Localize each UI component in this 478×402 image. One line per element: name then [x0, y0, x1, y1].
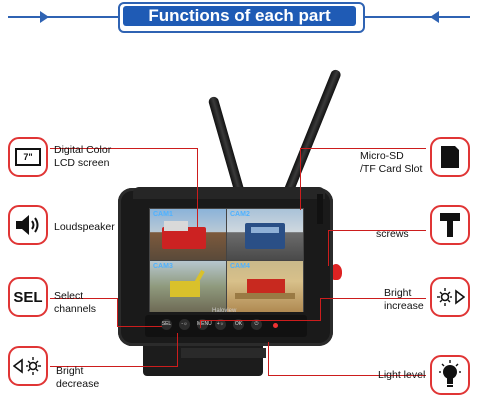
sd-tile	[430, 137, 470, 177]
bright-increase-icon	[437, 288, 465, 306]
bright-increase-label-line1: Bright	[384, 287, 412, 299]
lcd-label: Digital Color LCD screen	[54, 144, 111, 170]
bright-decrease-label: Bright decrease	[56, 365, 99, 391]
title-arrow-left-icon	[40, 11, 49, 23]
callout-line-brightinc-v2	[320, 298, 321, 321]
bright-increase-label-line2: increase	[384, 300, 424, 312]
bright-increase-tile	[430, 277, 470, 317]
brightness-up-button[interactable]: +☼	[215, 319, 226, 330]
speaker-icon	[16, 215, 39, 235]
callout-line-brightinc	[320, 298, 426, 299]
lcd-tile: 7"	[8, 137, 48, 177]
screw-knob	[330, 264, 342, 280]
screws-tile	[430, 205, 470, 245]
callout-line-light-v	[268, 342, 269, 375]
callout-line-screws	[328, 230, 426, 231]
callout-line-lcd-v	[197, 148, 198, 228]
title-arrow-right-icon	[430, 11, 439, 23]
cam3-label: CAM3	[153, 263, 173, 270]
camera-view-4: CAM4	[227, 261, 303, 312]
bright-decrease-label-line1: Bright	[56, 365, 84, 377]
sel-button[interactable]: SEL	[161, 319, 172, 330]
power-button[interactable]: ⏻	[251, 319, 262, 330]
cam4-label: CAM4	[230, 263, 250, 270]
lcd-label-line1: Digital Color	[54, 144, 112, 156]
sd-card-slot	[317, 194, 323, 224]
bright-increase-label: Bright increase	[384, 287, 424, 313]
callout-line-brightinc-h	[200, 320, 320, 321]
light-bulb-icon	[439, 360, 461, 387]
camera-view-1: CAM1	[150, 209, 226, 260]
sd-card-icon	[441, 146, 459, 168]
monitor-visor	[133, 187, 325, 199]
camera-view-2: CAM2	[227, 209, 303, 260]
left-antenna	[207, 95, 247, 201]
cam2-label: CAM2	[230, 211, 250, 218]
bright-decrease-icon	[13, 357, 41, 375]
select-label-line2: channels	[54, 303, 97, 315]
callout-line-select-h	[117, 326, 162, 327]
speaker-label: Loudspeaker	[54, 221, 115, 233]
menu-button[interactable]: MENU	[197, 319, 212, 330]
ok-button[interactable]: OK	[233, 319, 244, 330]
callout-line-select-v	[117, 298, 118, 327]
callout-line-brightdec	[50, 366, 178, 367]
select-label-line1: Select	[54, 290, 84, 302]
sel-icon: SEL	[13, 288, 43, 306]
page-title: Functions of each part	[123, 6, 356, 26]
sd-label-line1: Micro-SD	[360, 150, 404, 162]
lcd-label-line2: LCD screen	[54, 157, 110, 169]
brightness-down-button[interactable]: -☼	[179, 319, 190, 330]
light-level-label: Light level	[378, 369, 426, 381]
bright-decrease-label-line2: decrease	[56, 378, 100, 390]
light-sensor	[273, 323, 278, 328]
speaker-tile	[8, 205, 48, 245]
control-bar: SEL -☼ MENU +☼ OK ⏻	[145, 315, 307, 337]
callout-line-screws-v	[328, 230, 329, 266]
callout-line-brightdec-v	[177, 333, 178, 367]
callout-line-sd-v	[300, 148, 301, 210]
stand-bracket	[181, 348, 266, 358]
callout-line-brightinc-v1	[200, 320, 201, 328]
right-antenna	[280, 68, 343, 202]
screws-label: screws	[376, 228, 409, 240]
callout-line-lcd	[50, 148, 198, 149]
sd-label: Micro-SD /TF Card Slot	[360, 150, 422, 176]
monitor-icon: 7"	[15, 148, 41, 166]
sel-tile: SEL	[8, 277, 48, 317]
screw-icon	[440, 213, 460, 237]
callout-line-light	[268, 375, 426, 376]
cam1-label: CAM1	[153, 211, 173, 218]
light-level-tile	[430, 355, 470, 395]
camera-view-3: CAM3	[150, 261, 226, 312]
callout-line-select	[50, 298, 118, 299]
callout-line-sd	[300, 148, 426, 149]
lcd-screen: CAM1 CAM2 CAM3 CAM4	[149, 208, 304, 312]
brand-logo: Haloview	[212, 308, 237, 314]
bright-decrease-tile	[8, 346, 48, 386]
sd-label-line2: /TF Card Slot	[360, 163, 423, 175]
select-label: Select channels	[54, 290, 96, 316]
